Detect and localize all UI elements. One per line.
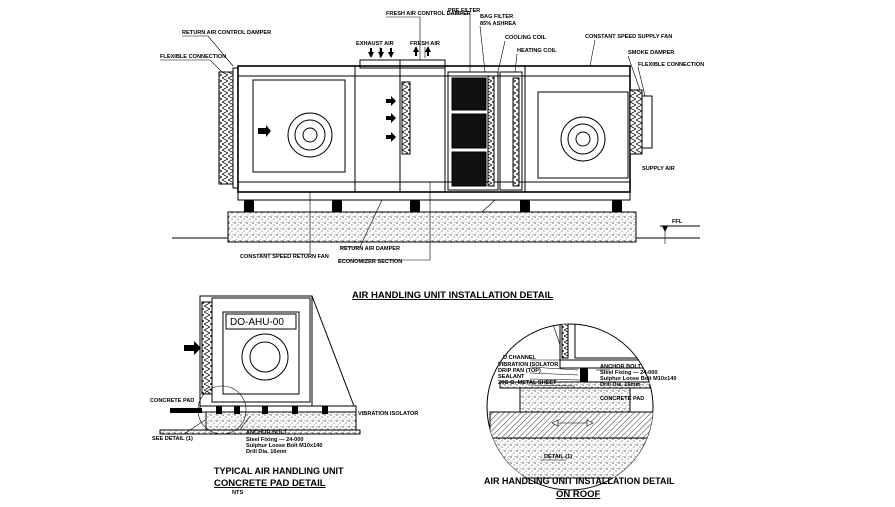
airflow-arrow-icon — [386, 113, 396, 123]
label-bag-filter-grade: 85% ASHREA — [480, 21, 516, 27]
label-ffl-detail: F.F.L — [172, 408, 185, 414]
label-metal-sheet: 20G G. METAL SHEET — [498, 380, 557, 386]
label-bolt-spec-1: Steel Fixing — 24-000 — [246, 437, 304, 443]
label-detail-ref: DETAIL (1) — [544, 454, 572, 460]
label-see-detail: SEE DETAIL (1) — [152, 436, 193, 442]
label-return-air-control-damper: RETURN AIR CONTROL DAMPER — [182, 30, 271, 36]
title-roof-detail-line2: ON ROOF — [556, 489, 601, 500]
label-u-channel: U CHANNEL — [503, 355, 537, 361]
title-installation-detail: AIR HANDLING UNIT INSTALLATION DETAIL — [352, 290, 553, 301]
label-flexible-connection-right: FLEXIBLE CONNECTION — [638, 62, 704, 68]
label-fresh-air-control-damper: FRESH AIR CONTROL DAMPER — [386, 11, 471, 17]
concrete-pad-labels: CONCRETE PAD F.F.L SEE DETAIL (1) VIBRAT… — [150, 398, 418, 455]
label-roof-bolt-spec-1: Steel Fixing — 24-000 — [600, 370, 658, 376]
label-anchor-bolt: ANCHOR BOLT — [246, 430, 287, 436]
label-concrete-pad: CONCRETE PAD — [150, 398, 194, 404]
label-smoke-damper: SMOKE DAMPER — [628, 50, 674, 56]
label-bolt-spec-3: Drill Dia. 16mm — [246, 449, 286, 455]
label-roof-bolt-spec-3: Drill Dia. 16mm — [600, 382, 640, 388]
label-cooling-coil: COOLING COIL — [505, 35, 547, 41]
airflow-arrow-icon — [386, 96, 396, 106]
roof-detail — [486, 323, 654, 491]
label-exhaust-air: EXHAUST AIR — [356, 41, 394, 47]
label-roof-vibration-isolator: VIBRATION ISOLATOR — [498, 362, 558, 368]
concrete-pad-detail: DO-AHU-00 — [159, 295, 361, 435]
label-fresh-air: FRESH AIR — [410, 41, 440, 47]
concrete-pad — [227, 211, 637, 243]
title-concrete-pad-detail: TYPICAL AIR HANDLING UNIT — [214, 466, 344, 476]
label-economizer-section: ECONOMIZER SECTION — [338, 259, 402, 265]
airflow-arrow-icon — [386, 132, 396, 142]
elevation-leaders — [160, 13, 646, 261]
label-supply-air: SUPPLY AIR — [642, 166, 675, 172]
roof-detail-labels: U CHANNEL VIBRATION ISOLATOR DRIP PAN (T… — [498, 355, 676, 460]
fresh-air-arrow-icon — [425, 46, 431, 56]
label-pre-filter: PRE FILTER — [448, 8, 480, 14]
label-sealant: SEALANT — [498, 374, 525, 380]
label-bag-filter: BAG FILTER — [480, 14, 513, 20]
label-vibration-isolator: VIBRATION ISOLATOR — [358, 411, 418, 417]
elevation-labels: RETURN AIR CONTROL DAMPER FLEXIBLE CONNE… — [160, 8, 704, 265]
label-bolt-spec-2: Sulphur Loose Bolt M10x140 — [246, 443, 322, 449]
scale-note: NTS — [232, 490, 243, 496]
label-supply-fan: CONSTANT SPEED SUPPLY FAN — [585, 34, 672, 40]
ahu-elevation — [172, 46, 700, 244]
fresh-air-arrow-icon — [413, 46, 419, 56]
exhaust-arrow-icon — [368, 48, 374, 58]
label-heating-coil: HEATING COIL — [517, 48, 557, 54]
exhaust-arrow-icon — [378, 48, 384, 58]
exhaust-arrow-icon — [388, 48, 394, 58]
label-roof-bolt-spec-2: Sulphur Loose Bolt M10x140 — [600, 376, 676, 382]
label-ffl: FFL — [672, 219, 683, 225]
airflow-arrow-icon — [184, 341, 201, 355]
label-roof-concrete-pad: CONCRETE PAD — [600, 396, 644, 402]
title-roof-detail: AIR HANDLING UNIT INSTALLATION DETAIL — [484, 476, 675, 486]
title-concrete-pad-detail-line2: CONCRETE PAD DETAIL — [214, 478, 326, 489]
label-drip-pan: DRIP PAN (TOP) — [498, 368, 541, 374]
unit-tag: DO-AHU-00 — [230, 317, 284, 328]
label-return-fan: CONSTANT SPEED RETURN FAN — [240, 254, 329, 260]
label-roof-anchor-bolt: ANCHOR BOLT — [600, 364, 641, 370]
airflow-arrow-icon — [258, 125, 271, 137]
label-return-air-damper: RETURN AIR DAMPER — [340, 246, 400, 252]
label-flexible-connection-left: FLEXIBLE CONNECTION — [160, 54, 226, 60]
